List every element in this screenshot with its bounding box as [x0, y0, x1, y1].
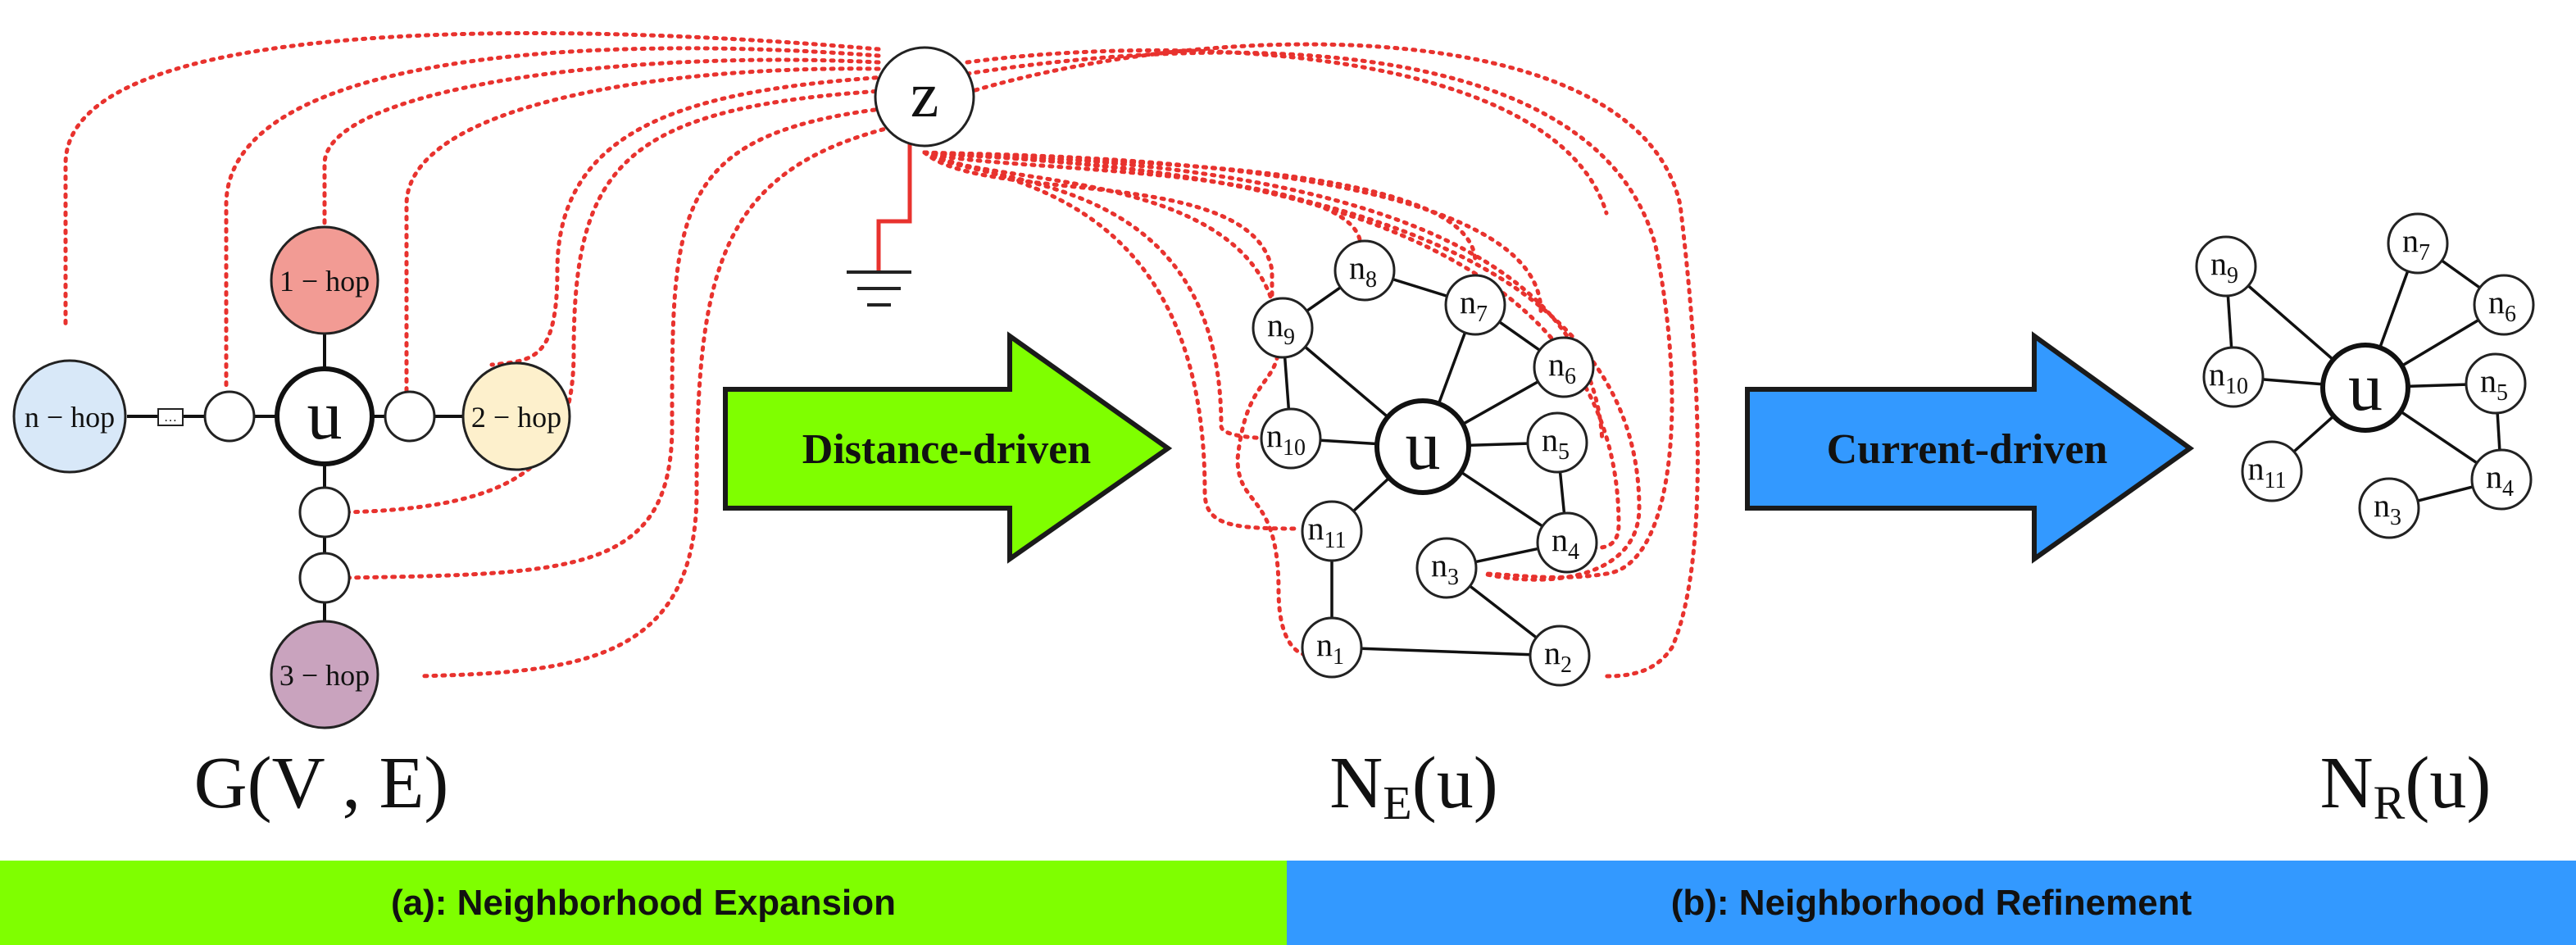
expanded-node-n10: [1260, 407, 1322, 470]
expanded-node-n4: [1536, 511, 1598, 574]
neighborhood-refinement-bar: (b): Neighborhood Refinement: [1287, 861, 2576, 945]
hop-3-node: [270, 620, 379, 729]
refined-node-n7-label: n7: [2402, 222, 2430, 266]
expanded-node-n5: [1526, 411, 1588, 474]
expanded-node-n3: [1415, 537, 1478, 599]
center-node-u-refined-label: u: [2348, 349, 2383, 425]
hop-1-label: 1 − hop: [279, 265, 370, 298]
center-node-u-expanded-label: u: [1406, 406, 1441, 484]
ne-label-sub: E: [1383, 776, 1411, 829]
nr-label-main: N: [2320, 743, 2374, 824]
source-node-z: z: [874, 46, 975, 148]
small-node-left: [203, 390, 256, 443]
expanded-node-n6: [1533, 336, 1595, 398]
expanded-node-n4-label: n4: [1552, 521, 1579, 565]
refined-node-n5-label: n5: [2480, 362, 2508, 406]
current-driven-label: Current-driven: [1827, 426, 2108, 473]
distance-driven-label: Distance-driven: [802, 426, 1091, 473]
expanded-node-n9-label: n9: [1267, 307, 1295, 350]
expanded-node-n7: [1444, 274, 1506, 336]
refined-node-n10-label: n10: [2209, 356, 2248, 399]
hop-n-node: [12, 359, 127, 474]
neighborhood-expansion-bar: (a): Neighborhood Expansion: [0, 861, 1287, 945]
expanded-node-n6-label: n6: [1548, 346, 1576, 389]
diagram-canvas: z 1 − hop 2 − hop 3 − hop n − hop … u G(…: [12, 31, 2535, 829]
expanded-node-n2-label: n2: [1544, 634, 1572, 678]
refined-node-n4-label: n4: [2486, 458, 2514, 502]
expanded-node-n7-label: n7: [1460, 284, 1488, 327]
expanded-node-n8: [1333, 239, 1396, 302]
expanded-edge-n1-n2: [1331, 646, 1561, 657]
source-node-label: z: [911, 59, 939, 130]
expanded-node-n5-label: n5: [1542, 421, 1570, 465]
ellipsis-box: [157, 408, 184, 426]
dotted-connections: [63, 31, 1700, 679]
refined-node-n9-label: n9: [2210, 245, 2238, 288]
refined-node-n6: [2473, 274, 2535, 336]
neighborhood-expansion-label: (a): Neighborhood Expansion: [391, 882, 896, 923]
hop-3-label: 3 − hop: [279, 659, 370, 692]
ne-label-arg: (u): [1412, 743, 1498, 824]
refined-node-n9: [2195, 235, 2257, 298]
hop-2-node: [461, 361, 571, 471]
distance-driven-arrow: Distance-driven: [723, 331, 1173, 564]
hop-2-label: 2 − hop: [471, 401, 561, 434]
center-node-u-expanded: [1374, 398, 1471, 495]
expanded-node-n9: [1252, 297, 1314, 359]
ne-label: NE(u): [1329, 743, 1497, 829]
refined-graph-nodes: n9 n7 n6 n10 n5 n11 n4 n3: [2195, 212, 2535, 539]
center-node-u-left-label: u: [307, 375, 343, 454]
ellipsis-label: …: [164, 411, 177, 425]
hop-n-label: n − hop: [25, 401, 115, 434]
center-node-u-refined: [2320, 343, 2410, 433]
nr-label: NR(u): [2320, 743, 2492, 829]
ne-label-main: N: [1329, 743, 1383, 824]
refined-center: u: [2320, 343, 2410, 433]
refined-node-n11: [2241, 440, 2303, 502]
expanded-center: u: [1374, 398, 1471, 495]
center-node-u-left: [275, 366, 375, 466]
nr-label-sub: R: [2374, 776, 2406, 829]
expanded-node-n8-label: n8: [1349, 249, 1377, 293]
expanded-node-n1-label: n1: [1316, 626, 1344, 670]
expanded-node-n2: [1529, 625, 1591, 687]
small-node-right: [384, 390, 436, 443]
refined-node-n10: [2202, 346, 2265, 408]
expanded-node-n3-label: n3: [1431, 547, 1459, 590]
expanded-node-n11-label: n11: [1308, 510, 1347, 553]
ground-symbol: [847, 137, 912, 307]
refined-node-n7: [2387, 212, 2449, 275]
hop-1-node: [270, 225, 379, 335]
expanded-node-n1: [1301, 616, 1363, 679]
nr-label-arg: (u): [2405, 743, 2491, 824]
refined-node-n11-label: n11: [2248, 450, 2287, 493]
refined-node-n5: [2465, 352, 2527, 415]
small-node-down-1: [298, 486, 351, 538]
current-driven-arrow: Current-driven: [1745, 331, 2195, 564]
refined-node-n6-label: n6: [2488, 284, 2516, 327]
expanded-node-n10-label: n10: [1266, 417, 1306, 461]
expanded-node-n11: [1301, 500, 1363, 562]
refined-node-n3: [2358, 477, 2420, 539]
neighborhood-refinement-label: (b): Neighborhood Refinement: [1670, 882, 2192, 923]
refined-node-n4: [2470, 448, 2533, 511]
small-node-down-2: [298, 552, 351, 604]
graph-g-label: G(V , E): [194, 743, 449, 824]
refined-node-n3-label: n3: [2374, 487, 2401, 530]
expanded-graph-nodes: n8 n7 n9 n6 n10 n5 n11 n4 n3 n1 n2: [1252, 239, 1598, 687]
left-graph-nodes: 1 − hop 2 − hop 3 − hop n − hop … u: [12, 225, 571, 729]
